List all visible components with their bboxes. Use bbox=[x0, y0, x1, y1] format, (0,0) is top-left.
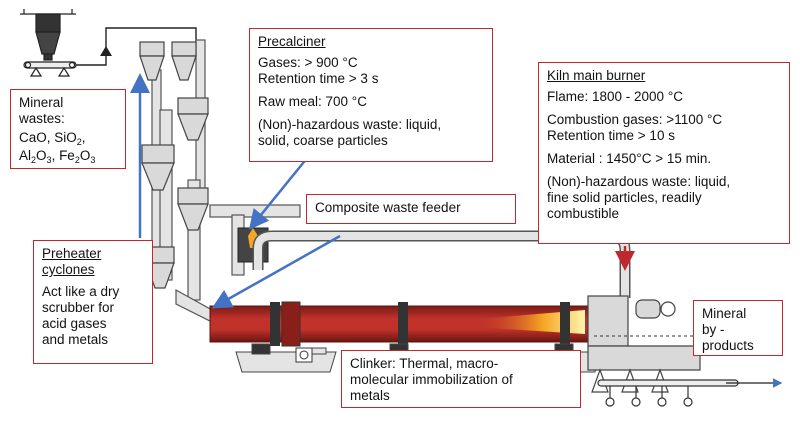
kiln-burner-material: Material : 1450°C > 15 min. bbox=[547, 151, 712, 166]
mineral-byproducts-callout: Mineral by - products bbox=[693, 300, 783, 356]
cyclone-2 bbox=[171, 41, 197, 81]
kiln-main-burner-callout: Kiln main burner Flame: 1800 - 2000 °C C… bbox=[538, 62, 790, 244]
raw-meal-conveyor-line bbox=[76, 27, 197, 66]
byproducts-line-1: Mineral bbox=[702, 306, 747, 321]
kiln-drive bbox=[295, 347, 313, 363]
composite-feeder-label: Composite waste feeder bbox=[315, 200, 461, 215]
precalciner-waste-line-1: (Non)-hazardous waste: liquid, bbox=[258, 117, 442, 132]
mineral-wastes-callout: Mineral wastes: CaO, SiO2, Al2O3, Fe2O3 bbox=[10, 89, 126, 169]
clinker-line-2: molecular immobilization of bbox=[350, 372, 513, 387]
precalciner-callout: Precalciner Gases: > 900 °C Retention ti… bbox=[249, 28, 493, 162]
preheater-cyclones-callout: Preheater cyclones Act like a dry scrubb… bbox=[33, 240, 153, 364]
arrow-feeder-to-kiln-inlet bbox=[211, 234, 341, 309]
arrow-precalciner-to-vessel bbox=[248, 151, 313, 230]
kiln-burner-waste-line-1: (Non)-hazardous waste: liquid, bbox=[547, 174, 731, 189]
rotary-kiln bbox=[209, 301, 589, 347]
preheater-line-2: scrubber for bbox=[42, 300, 115, 315]
precalciner-waste-line-2: solid, coarse particles bbox=[258, 133, 388, 148]
kiln-burner-waste-line-2: fine solid particles, readily bbox=[547, 190, 702, 205]
preheater-line-1: Act like a dry bbox=[42, 284, 120, 299]
clinker-cooler bbox=[587, 295, 701, 393]
byproducts-line-3: products bbox=[702, 338, 754, 353]
cyclone-3 bbox=[177, 97, 209, 141]
byproducts-line-2: by - bbox=[702, 322, 725, 337]
kiln-burner-waste-line-3: combustible bbox=[547, 206, 620, 221]
cyclone-4 bbox=[141, 144, 175, 191]
mineral-wastes-formula-2: Al2O3, Fe2O3 bbox=[19, 148, 96, 165]
kiln-burner-flame: Flame: 1800 - 2000 °C bbox=[547, 89, 683, 104]
precalciner-gases: Gases: > 900 °C bbox=[258, 55, 358, 70]
tertiary-air-duct bbox=[252, 230, 631, 298]
kiln-burner-retention: Retention time > 10 s bbox=[547, 128, 675, 143]
clinker-line-3: metals bbox=[350, 388, 390, 403]
precalciner-raw-meal: Raw meal: 700 °C bbox=[258, 94, 367, 109]
raw-meal-silo bbox=[20, 9, 77, 77]
precalciner-title: Precalciner bbox=[258, 34, 326, 49]
clinker-conveyor bbox=[597, 378, 783, 407]
precalciner-retention: Retention time > 3 s bbox=[258, 71, 379, 86]
mineral-wastes-line-2: wastes: bbox=[19, 111, 65, 126]
clinker-line-1: Clinker: Thermal, macro- bbox=[350, 356, 499, 371]
preheater-line-4: and metals bbox=[42, 332, 109, 347]
preheater-title-line-2: cyclones bbox=[42, 262, 95, 277]
preheater-line-3: acid gases bbox=[42, 316, 107, 331]
clinker-callout: Clinker: Thermal, macro- molecular immob… bbox=[341, 350, 581, 408]
preheater-title-line-1: Preheater bbox=[42, 246, 102, 261]
mineral-wastes-line-1: Mineral bbox=[19, 95, 64, 110]
cyclone-5 bbox=[177, 187, 209, 231]
composite-waste-feeder-callout: Composite waste feeder bbox=[306, 194, 516, 224]
kiln-burner-combustion: Combustion gases: >1100 °C bbox=[547, 112, 723, 127]
kiln-burner-title: Kiln main burner bbox=[547, 68, 646, 83]
mineral-wastes-formula-1: CaO, SiO2, bbox=[19, 130, 86, 147]
cyclone-6 bbox=[145, 246, 175, 289]
